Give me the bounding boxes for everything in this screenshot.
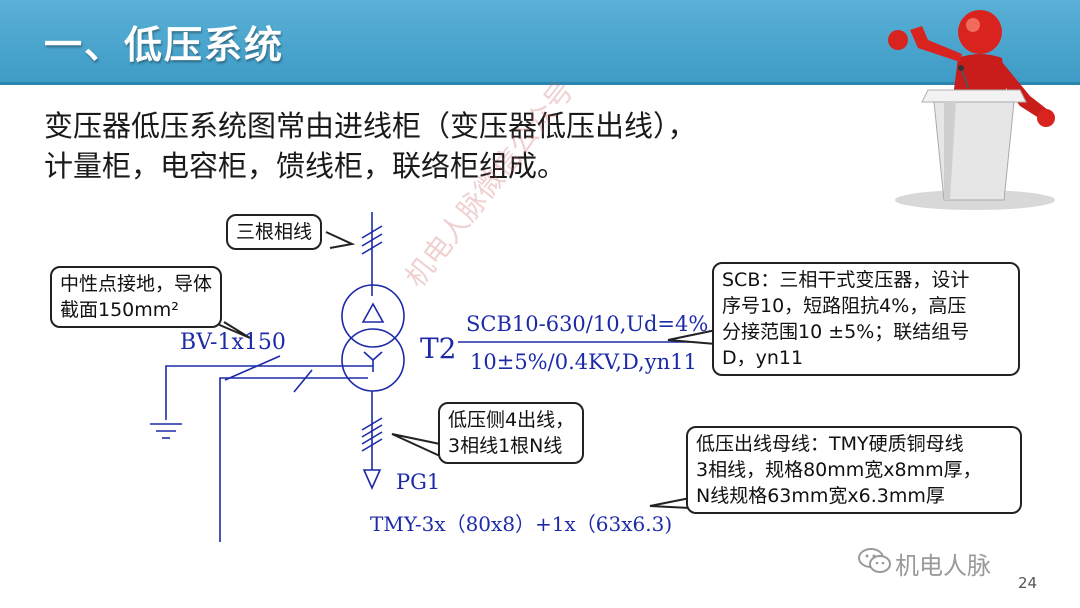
wechat-icon [858,548,891,573]
intro-line-1: 变压器低压系统图常由进线柜（变压器低压出线）， [44,109,697,143]
speaker-at-podium-illustration [888,10,1055,210]
footer-watermark: 机电人脉 [895,552,991,580]
callout-scb-line-4: D，yn11 [722,347,804,369]
transformer-spec-bottom: 10±5%/0.4KV,D,yn11 [470,350,697,374]
callout-scb-spec: SCB：三相干式变压器，设计 序号10，短路阻抗4%，高压 分接范围10 ±5%… [712,262,1020,376]
callout-busbar-line-1: 低压出线母线：TMY硬质铜母线 [696,433,964,455]
callout-busbar-line-2: 3相线，规格80mm宽x8mm厚， [696,459,982,481]
pg1-node-symbol [362,469,382,490]
callout-lv-out-line-2: 3相线1根N线 [448,435,563,457]
transformer-secondary-winding [341,328,405,392]
callout-three-phase-text: 三根相线 [236,221,313,243]
callout-three-phase: 三根相线 [226,214,323,250]
neutral-ground-wire [165,365,373,420]
intro-line-2: 计量柜，电容柜，馈线柜，联络柜组成。 [44,149,567,183]
busbar-node-label: PG1 [396,470,441,494]
cable-spec-label: BV-1x150 [180,330,286,355]
callout-scb-line-2: 序号10，短路阻抗4%，高压 [722,295,967,317]
page-number: 24 [1018,574,1038,592]
callout-scb-line-1: SCB：三相干式变压器，设计 [722,269,970,291]
callout-lv-outgoing: 低压侧4出线， 3相线1根N线 [438,402,585,464]
transformer-primary-winding [341,284,405,348]
callout-neutral-ground-line-2: 截面150mm² [60,299,179,321]
neutral-busbar-wire [219,377,368,542]
callout-busbar-line-3: N线规格63mm宽x6.3mm厚 [696,485,945,507]
callout-scb-line-3: 分接范围10 ±5%；联结组号 [722,321,970,343]
callout-busbar-spec: 低压出线母线：TMY硬质铜母线 3相线，规格80mm宽x8mm厚， N线规格63… [686,426,1022,514]
callout-lv-out-line-1: 低压侧4出线， [448,409,575,431]
busbar-spec-label: TMY-3x（80x8）+1x（63x6.3) [370,512,673,536]
transformer-spec-top: SCB10-630/10,Ud=4% [466,312,709,336]
callout-neutral-ground: 中性点接地，导体 截面150mm² [50,266,223,328]
transformer-id-label: T2 [420,332,457,365]
slide-title: 一、低压系统 [44,23,285,67]
callout-neutral-ground-line-1: 中性点接地，导体 [60,273,213,295]
